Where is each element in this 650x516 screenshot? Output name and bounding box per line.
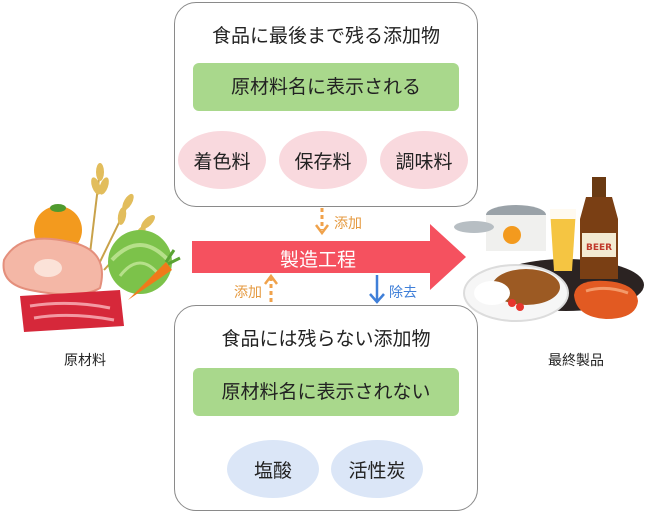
unlabeled-bar: 原材料名に表示されない (193, 368, 459, 416)
additive-preservative: 保存料 (279, 131, 367, 189)
additive-activated-carbon: 活性炭 (331, 440, 423, 498)
labeled-bar: 原材料名に表示される (193, 63, 459, 111)
raw-materials-label: 原材料 (64, 353, 106, 369)
process-label: 製造工程 (280, 249, 357, 271)
removed-additives-title: 食品には残らない添加物 (221, 328, 431, 350)
add-label-top: 添加 (334, 216, 362, 232)
retained-additives-box: 食品に最後まで残る添加物 原材料名に表示される 着色料 保存料 調味料 (174, 2, 478, 207)
remove-label: 除去 (389, 285, 417, 301)
additive-colorant: 着色料 (178, 131, 266, 189)
add-label-bottom: 添加 (234, 285, 262, 301)
additive-seasoning: 調味料 (380, 131, 468, 189)
retained-additives-title: 食品に最後まで残る添加物 (211, 25, 440, 47)
additive-hydrochloric-acid: 塩酸 (227, 440, 319, 498)
final-products-label: 最終製品 (548, 353, 604, 369)
removed-additives-box: 食品には残らない添加物 原材料名に表示されない 塩酸 活性炭 (174, 305, 478, 511)
raw-materials-illustration (2, 163, 181, 332)
beer-bottle-label: BEER (586, 243, 612, 253)
final-products-illustration: BEER (454, 177, 644, 322)
